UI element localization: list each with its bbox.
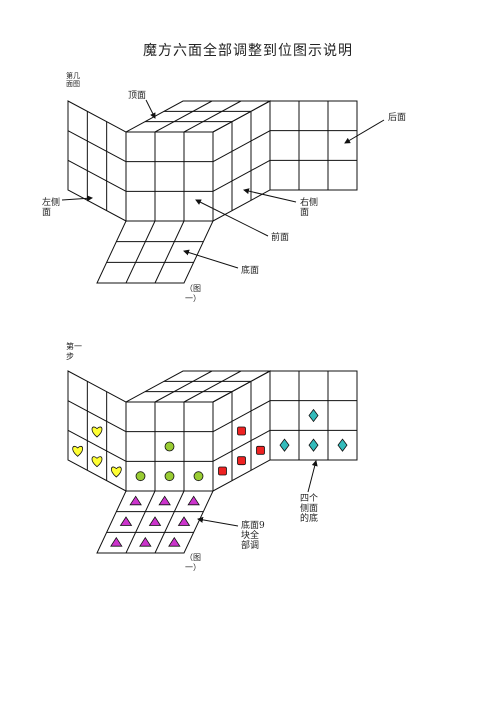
triangle-sticker <box>139 536 152 547</box>
face-bottom-gridline <box>125 490 156 554</box>
label-front-face: 前面 <box>271 233 290 243</box>
label-right-face: 右侧 面 <box>300 198 319 218</box>
arrow-back <box>344 119 385 144</box>
arrow-left <box>61 195 93 202</box>
triangle-sticker <box>158 495 171 506</box>
heart-sticker <box>91 426 103 438</box>
face-front-outline <box>125 131 214 222</box>
fig2-step: 第一 步 <box>66 342 82 361</box>
fig1-caption: （图 一） <box>185 284 201 303</box>
face-bottom-gridline <box>154 220 185 284</box>
triangle-sticker <box>148 516 162 526</box>
triangle-sticker <box>119 516 133 526</box>
face-right-gridline <box>212 130 271 163</box>
figure-one-cube-net <box>67 100 358 284</box>
face-top-gridline <box>154 100 213 133</box>
triangle-sticker <box>110 536 123 547</box>
diamond-sticker <box>337 438 348 452</box>
label-bottom-nine: 底面9 块全 部调 <box>241 521 265 551</box>
arrow-bottom-nine <box>197 516 239 527</box>
square-sticker <box>218 466 227 476</box>
label-bottom-face: 底面 <box>241 266 260 276</box>
triangle-sticker <box>129 495 142 506</box>
label-back-face: 后面 <box>388 113 407 123</box>
heart-sticker <box>91 456 103 468</box>
face-left-gridline <box>67 429 127 462</box>
face-left-gridline <box>67 130 127 163</box>
face-bottom-outline <box>96 220 214 284</box>
arrow-top <box>145 99 156 119</box>
triangle-sticker <box>168 536 181 547</box>
face-back-outline <box>269 100 358 191</box>
label-left-face: 左侧 面 <box>42 198 61 218</box>
fig1-note: 第几 面图 <box>66 72 80 88</box>
diamond-sticker <box>308 438 319 452</box>
face-bottom-gridline <box>125 220 156 284</box>
face-bottom-gridline <box>154 490 185 554</box>
diamond-sticker <box>279 438 290 452</box>
arrow-four-sides <box>307 460 318 493</box>
page-title: 魔方六面全部调整到位图示说明 <box>143 43 353 59</box>
face-top-gridline <box>183 370 242 403</box>
circle-sticker <box>164 441 175 452</box>
triangle-sticker <box>177 516 191 526</box>
face-top-outline <box>125 370 271 403</box>
face-left-outline <box>67 100 127 222</box>
fig2-caption: （图 一） <box>185 553 201 572</box>
circle-sticker <box>193 471 204 482</box>
triangle-sticker <box>187 495 200 506</box>
face-top-gridline <box>183 100 242 133</box>
face-right-gridline <box>212 400 271 433</box>
arrow-bottom <box>183 249 239 269</box>
arrow-right <box>243 188 297 203</box>
label-top-face: 顶面 <box>128 91 147 101</box>
circle-sticker <box>164 471 175 482</box>
square-sticker <box>256 445 265 455</box>
diamond-sticker <box>308 408 319 423</box>
figure-two-cube-net <box>67 370 358 554</box>
arrow-front <box>195 199 269 237</box>
heart-sticker <box>72 445 84 457</box>
face-right-outline <box>212 100 271 222</box>
label-four-sides: 四个 侧面 的底 <box>300 494 319 524</box>
face-left-gridline <box>67 159 127 192</box>
square-sticker <box>237 456 246 466</box>
square-sticker <box>237 426 246 436</box>
face-top-gridline <box>154 370 213 403</box>
heart-sticker <box>110 466 122 478</box>
face-right-gridline <box>212 429 271 462</box>
face-right-gridline <box>212 159 271 192</box>
face-top-outline <box>125 100 271 133</box>
circle-sticker <box>135 471 146 482</box>
face-left-gridline <box>67 400 127 433</box>
